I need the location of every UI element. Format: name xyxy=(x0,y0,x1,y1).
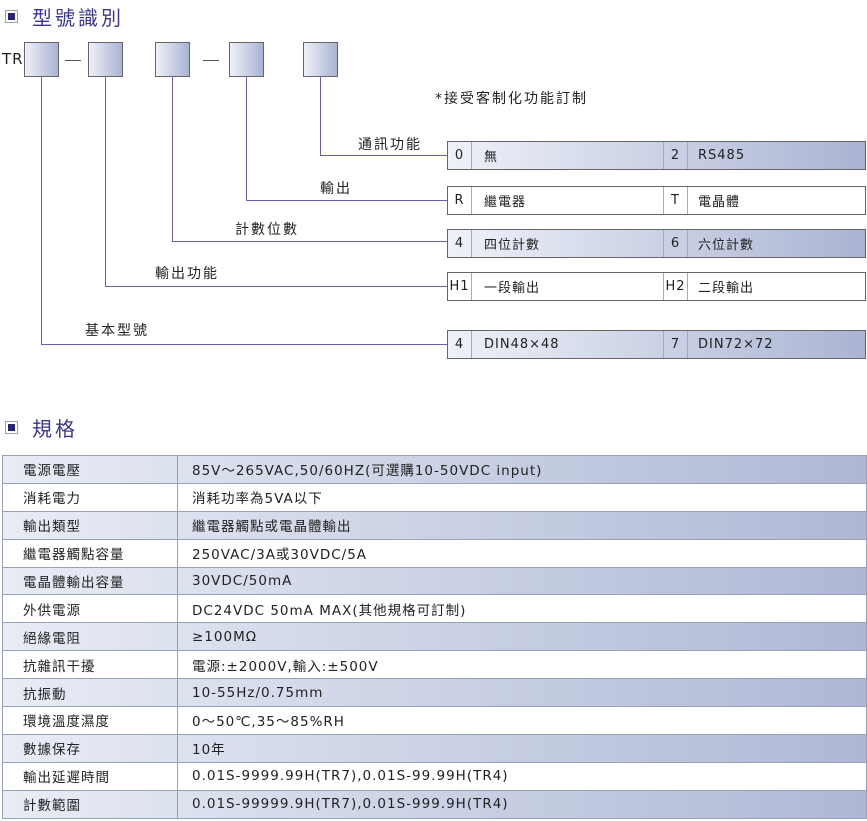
spec-value: 消耗功率為5VA以下 xyxy=(177,482,867,512)
spec-value: 電源:±2000V,輸入:±500V xyxy=(177,650,867,680)
label-output-function: 輸出功能 xyxy=(155,266,219,282)
spec-key: 消耗電力 xyxy=(2,482,178,512)
spec-key: 繼電器觸點容量 xyxy=(2,538,178,568)
spec-key: 電源電壓 xyxy=(2,455,178,484)
label-base-model: 基本型號 xyxy=(85,323,149,339)
spec-value: 0～50℃,35～85%RH xyxy=(177,706,867,735)
code-box-comm xyxy=(303,42,338,77)
spec-key: 電晶體輸出容量 xyxy=(2,566,178,596)
spec-key: 絕緣電阻 xyxy=(2,622,178,652)
dash xyxy=(65,60,81,61)
spec-value: 0.01S-99999.9H(TR7),0.01S-999.9H(TR4) xyxy=(177,789,867,819)
spec-value: 85V～265VAC,50/60HZ(可選購10-50VDC input) xyxy=(177,455,867,484)
spec-value: 0.01S-9999.99H(TR7),0.01S-99.99H(TR4) xyxy=(177,761,867,791)
spec-row: 輸出類型繼電器觸點或電晶體輸出 xyxy=(2,510,867,540)
label-output: 輸出 xyxy=(320,181,352,197)
spec-key: 環境溫度濕度 xyxy=(2,706,178,735)
spec-row: 絕緣電阻≥100MΩ xyxy=(2,622,867,652)
spec-key: 計數範圍 xyxy=(2,789,178,819)
code-box-output-function xyxy=(88,42,123,77)
spec-key: 輸出延遲時間 xyxy=(2,761,178,791)
section-heading-specs: 規格 xyxy=(5,413,78,442)
spec-value: ≥100MΩ xyxy=(177,622,867,652)
spec-value: DC24VDC 50mA MAX(其他規格可訂制) xyxy=(177,594,867,624)
spec-value: 250VAC/3A或30VDC/5A xyxy=(177,538,867,568)
code-box-base xyxy=(24,42,59,77)
spec-value: 繼電器觸點或電晶體輸出 xyxy=(177,510,867,540)
spec-value: 10-55Hz/0.75mm xyxy=(177,678,867,708)
spec-key: 輸出類型 xyxy=(2,510,178,540)
model-prefix: TR xyxy=(2,50,24,68)
custom-note: *接受客制化功能訂制 xyxy=(435,91,588,107)
spec-key: 抗雜訊干擾 xyxy=(2,650,178,680)
section-heading-model: 型號識別 xyxy=(5,2,124,31)
code-box-digits xyxy=(155,42,190,77)
spec-key: 外供電源 xyxy=(2,594,178,624)
label-digits: 計數位數 xyxy=(235,222,299,238)
spec-value: 30VDC/50mA xyxy=(177,566,867,596)
spec-row: 抗雜訊干擾電源:±2000V,輸入:±500V xyxy=(2,650,867,680)
code-box-output xyxy=(229,42,264,77)
spec-value: 10年 xyxy=(177,733,867,763)
spec-key: 數據保存 xyxy=(2,733,178,763)
spec-key: 抗振動 xyxy=(2,678,178,708)
spec-row: 消耗電力消耗功率為5VA以下 xyxy=(2,482,867,512)
label-comm: 通訊功能 xyxy=(358,137,422,153)
square-bullet-icon xyxy=(5,10,18,23)
dash xyxy=(203,60,219,61)
square-bullet-icon xyxy=(5,421,18,434)
